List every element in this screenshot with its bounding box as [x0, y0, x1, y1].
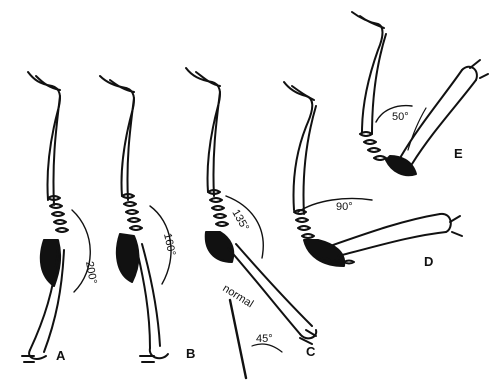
panel-a-angle: 200° — [83, 260, 99, 285]
panel-e-angle: 50° — [392, 111, 409, 123]
panel-c-angle: 135° — [229, 208, 251, 234]
panel-b-label: B — [186, 346, 195, 361]
panel-a-illustration — [22, 72, 90, 362]
panel-c-illustration — [186, 68, 316, 378]
panel-d-angle: 90° — [336, 201, 353, 213]
panel-c-label: C — [306, 344, 316, 359]
panel-e-illustration — [352, 12, 488, 175]
panel-b-angle: 160° — [161, 232, 177, 257]
panel-e-label: E — [454, 146, 463, 161]
panel-b-illustration — [100, 76, 171, 362]
panel-c-reference-angle: 45° — [256, 333, 273, 345]
panel-c-reference-text: normal — [220, 282, 255, 310]
panel-d-label: D — [424, 254, 433, 269]
panel-a-label: A — [56, 348, 66, 363]
